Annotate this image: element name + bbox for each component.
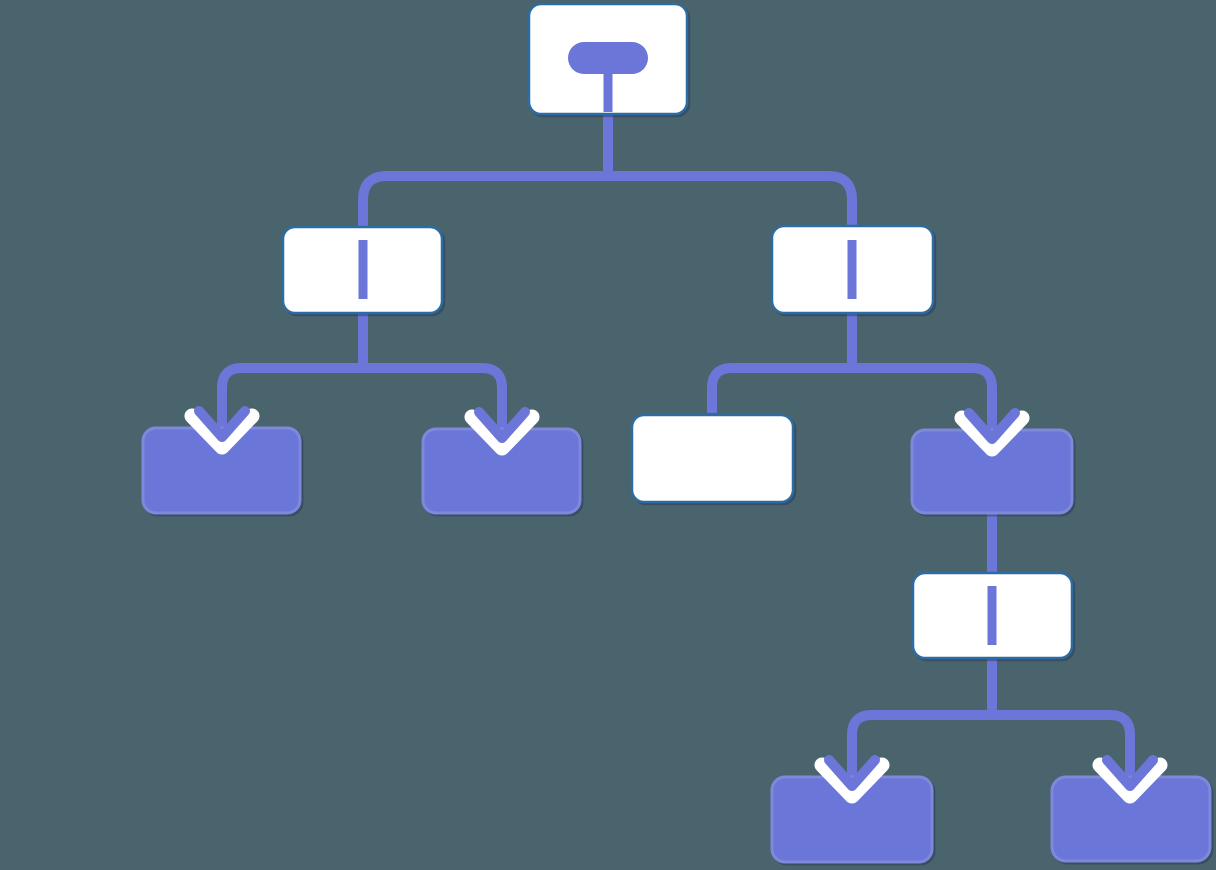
chevron-halo-icon [814, 757, 890, 804]
pill-stem-icon [568, 42, 648, 112]
chevron-halo-icon [464, 409, 540, 456]
connector-bottom-subtree-bar [847, 710, 1135, 782]
chevron-down-icon [824, 755, 880, 791]
nodes [141, 2, 1212, 864]
node-icons [358, 42, 997, 645]
node-leaf-c[interactable] [770, 775, 934, 864]
chevron-halo-icon [184, 408, 260, 455]
arrowhead-leaf-d [1092, 755, 1168, 804]
node-leaf-a[interactable] [141, 426, 302, 515]
chevron-down-icon [194, 406, 250, 442]
chevron-down-icon [1102, 755, 1158, 791]
chevron-down-icon [964, 408, 1020, 444]
connectors [217, 114, 1135, 782]
connector-root-branch-bar [358, 171, 857, 227]
node-mid[interactable] [910, 428, 1074, 515]
node-plain[interactable] [630, 413, 795, 504]
connector-left-subtree-bar [217, 363, 507, 434]
arrowhead-leaf-a [184, 406, 260, 455]
connector-right-subtree-bar [707, 363, 997, 435]
arrowheads [184, 406, 1168, 804]
node-leaf-b[interactable] [421, 427, 582, 515]
chevron-halo-icon [1092, 757, 1168, 804]
chevron-halo-icon [954, 410, 1030, 457]
node-leaf-d[interactable] [1050, 775, 1212, 863]
arrowhead-leaf-c [814, 755, 890, 804]
chevron-down-icon [474, 407, 530, 443]
arrowhead-leaf-b [464, 407, 540, 456]
arrowhead-mid [954, 408, 1030, 457]
